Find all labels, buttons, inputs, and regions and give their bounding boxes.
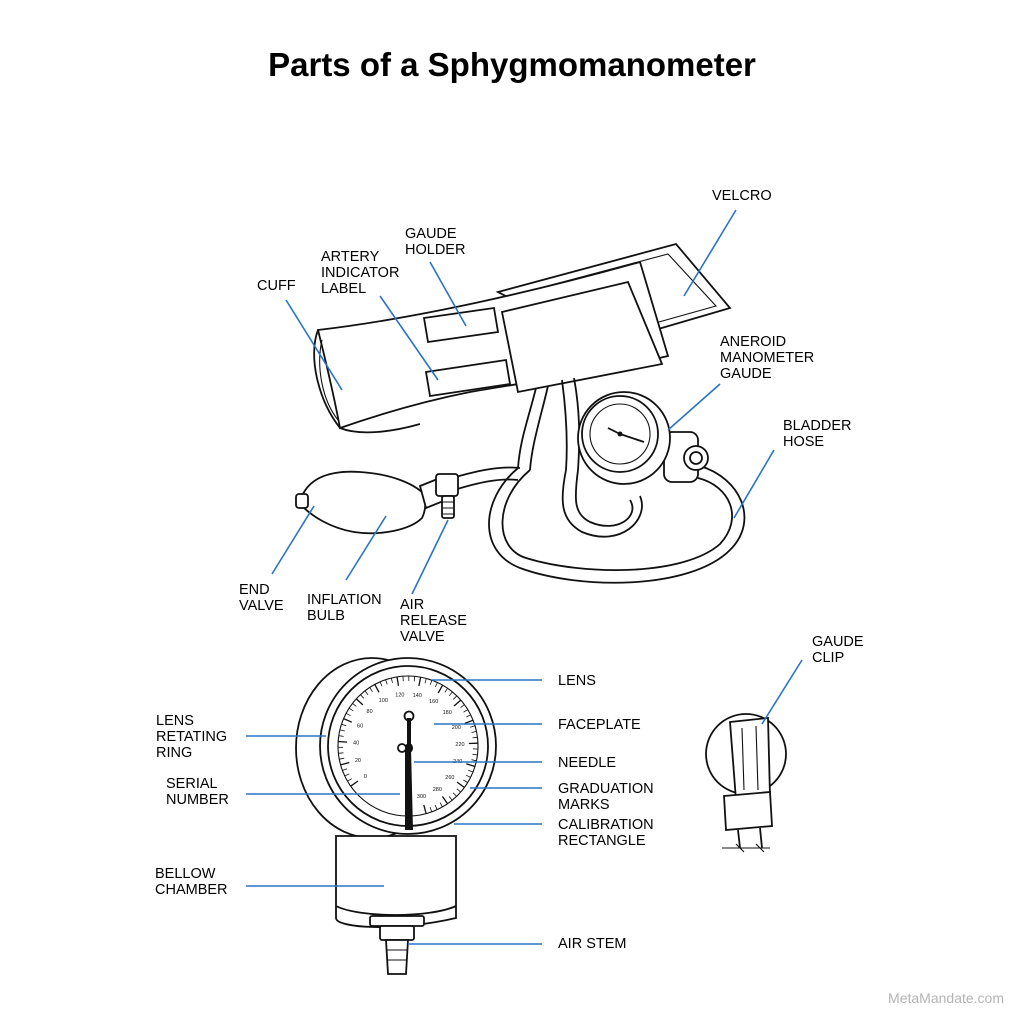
dial-number: 20 xyxy=(355,758,361,764)
label-aneroid-manometer-gaude: ANEROID MANOMETER GAUDE xyxy=(720,334,818,382)
watermark: MetaMandate.com xyxy=(888,990,1004,1006)
dial-number: 80 xyxy=(367,709,373,715)
label-bladder-hose: BLADDER HOSE xyxy=(783,418,856,450)
small-gauge-drawing xyxy=(578,392,708,484)
label-air-stem: AIR STEM xyxy=(558,936,626,952)
dial-number: 220 xyxy=(455,742,464,748)
label-lens-retating-ring: LENS RETATING RING xyxy=(156,713,231,761)
dial-number: 120 xyxy=(395,693,404,699)
label-serial-number: SERIAL NUMBER xyxy=(166,776,229,808)
label-bellow-chamber: BELLOW CHAMBER xyxy=(155,866,228,898)
label-lens: LENS xyxy=(558,673,596,689)
gauge-clip-drawing xyxy=(706,714,786,852)
graduation-tick xyxy=(338,753,343,754)
label-gaude-clip: GAUDE CLIP xyxy=(812,634,868,666)
label-air-release-valve: AIR RELEASE VALVE xyxy=(400,597,471,645)
dial-number: 40 xyxy=(353,741,359,747)
label-artery-indicator-label: ARTERY INDICATOR LABEL xyxy=(321,249,403,297)
label-velcro: VELCRO xyxy=(712,188,772,204)
dial-number: 180 xyxy=(443,710,452,716)
label-inflation-bulb: INFLATION BULB xyxy=(307,592,386,624)
label-cuff: CUFF xyxy=(257,278,296,294)
dial-number: 280 xyxy=(433,787,442,793)
label-graduation-marks: GRADUATION MARKS xyxy=(558,781,658,813)
diagram-title: Parts of a Sphygmomanometer xyxy=(0,46,1024,84)
label-end-valve: END VALVE xyxy=(239,582,284,614)
dial-number: 300 xyxy=(417,794,426,800)
inflation-bulb-drawing xyxy=(296,472,458,534)
dial-number: 0 xyxy=(364,774,367,780)
dial-number: 100 xyxy=(379,698,388,704)
dial-number: 60 xyxy=(357,724,363,730)
label-calibration-rectangle: CALIBRATION RECTANGLE xyxy=(558,817,658,849)
label-gaude-holder: GAUDE HOLDER xyxy=(405,226,465,258)
label-faceplate: FACEPLATE xyxy=(558,717,641,733)
dial-number: 140 xyxy=(413,693,422,699)
dial-number: 200 xyxy=(452,725,461,731)
label-needle: NEEDLE xyxy=(558,755,616,771)
dial-number: 160 xyxy=(429,699,438,705)
graduation-tick xyxy=(414,676,415,681)
dial-number: 260 xyxy=(445,775,454,781)
graduation-tick xyxy=(338,742,347,743)
tubing-drawing xyxy=(452,466,744,583)
